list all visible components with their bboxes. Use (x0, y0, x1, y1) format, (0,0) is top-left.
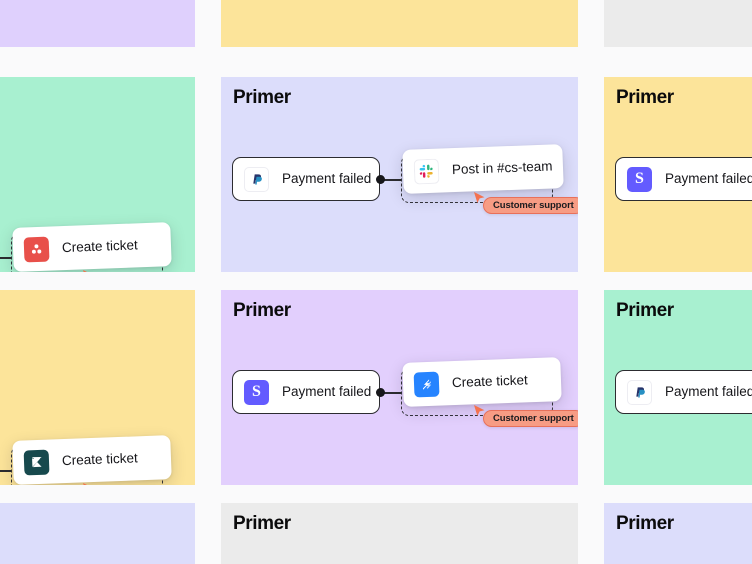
workflow-panel-r0c1[interactable] (221, 0, 578, 47)
node-label: Create ticket (451, 372, 529, 391)
workflow-panel-r2c1[interactable]: Primer S Payment failed Create ticket Cu… (221, 290, 578, 485)
tag-pill-customer-support[interactable]: Customer support (483, 197, 578, 214)
panel-title: Primer (233, 300, 291, 321)
panel-title: Primer (616, 87, 674, 108)
drag-cursor-icon (83, 270, 88, 272)
panel-title: Primer (616, 300, 674, 321)
node-card-payment-failed[interactable]: S Payment failed (232, 370, 380, 414)
workflow-panel-r3c1[interactable]: Primer (221, 503, 578, 564)
salesforce-icon (23, 236, 50, 262)
node-card-payment-failed[interactable]: S Payment failed (615, 157, 752, 201)
node-label: Payment failed (282, 171, 372, 187)
node-label: Payment failed (665, 384, 752, 400)
workflow-panel-r1c0[interactable]: Create ticket Customer support (0, 77, 195, 272)
stripe-icon: S (244, 379, 269, 405)
connector-line (384, 392, 402, 394)
node-label: Create ticket (61, 237, 139, 256)
node-card-create-ticket[interactable]: Create ticket (402, 357, 562, 407)
panel-title: Primer (616, 513, 674, 534)
node-card-post-in-cs-team[interactable]: Post in #cs-team (402, 144, 564, 194)
workflow-panel-r3c0[interactable] (0, 503, 195, 564)
workflow-panel-r2c2[interactable]: Primer Payment failed (604, 290, 752, 485)
paypal-icon (244, 166, 269, 192)
node-label: Post in #cs-team (451, 158, 553, 178)
node-card-payment-failed[interactable]: Payment failed (232, 157, 380, 201)
tag-pill-label: Customer support (493, 413, 574, 424)
drag-cursor-icon (474, 192, 485, 203)
panel-title: Primer (233, 87, 291, 108)
node-card-payment-failed[interactable]: Payment failed (615, 370, 752, 414)
zendesk-icon (23, 449, 50, 475)
node-label: Payment failed (282, 384, 372, 400)
connector-dot[interactable] (376, 175, 385, 184)
node-card-create-ticket[interactable]: Create ticket (12, 222, 172, 272)
connector-line (0, 470, 12, 472)
slack-icon (413, 158, 440, 185)
tag-pill-label: Customer support (493, 200, 574, 211)
jira-icon (413, 371, 440, 397)
workflow-panel-r1c2[interactable]: Primer S Payment failed (604, 77, 752, 272)
node-label: Create ticket (61, 450, 139, 469)
workflow-panel-r0c2[interactable] (604, 0, 752, 47)
node-card-create-ticket[interactable]: Create ticket (12, 435, 172, 485)
connector-line (384, 179, 402, 181)
workflow-panel-r3c2[interactable]: Primer (604, 503, 752, 564)
drag-cursor-icon (83, 483, 88, 485)
stripe-icon: S (627, 166, 652, 192)
panel-title: Primer (233, 513, 291, 534)
connector-dot[interactable] (376, 388, 385, 397)
workflow-panel-r2c0[interactable]: Create ticket Customer support (0, 290, 195, 485)
tag-pill-customer-support[interactable]: Customer support (483, 410, 578, 427)
workflow-panel-r1c1[interactable]: Primer Payment failed (221, 77, 578, 272)
drag-cursor-icon (474, 405, 485, 416)
workflow-panel-r0c0[interactable] (0, 0, 195, 47)
connector-line (0, 257, 12, 259)
node-label: Payment failed (665, 171, 752, 187)
paypal-icon (627, 379, 652, 405)
